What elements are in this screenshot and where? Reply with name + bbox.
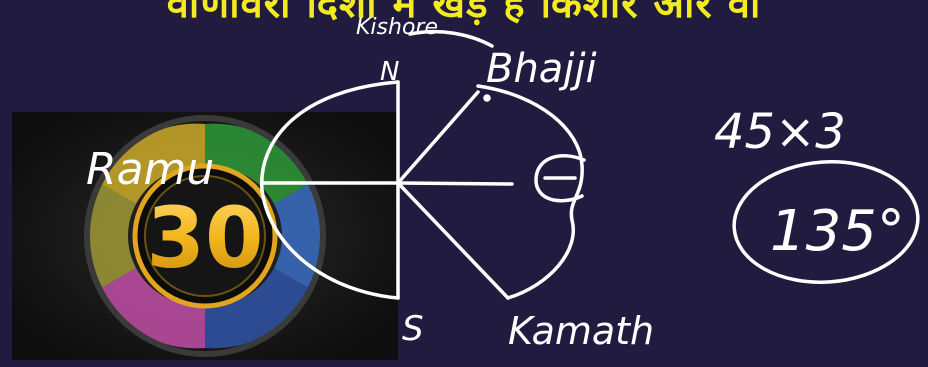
north-label: N — [380, 57, 399, 87]
result-label: 135° — [770, 199, 905, 264]
kishore-label: Kishore — [356, 15, 438, 40]
spoke-kamath — [398, 183, 508, 298]
south-label: S — [402, 309, 424, 349]
right-curve — [478, 86, 582, 298]
spoke-bhajji — [398, 92, 478, 183]
spoke-east — [398, 183, 512, 184]
bhajji-label: Bhajji — [486, 46, 597, 92]
ramu-label: Ramu — [86, 144, 214, 195]
equation-label: 45×3 — [714, 104, 846, 160]
semicircle-arc — [262, 82, 398, 298]
kamath-label: Kamath — [508, 309, 654, 353]
